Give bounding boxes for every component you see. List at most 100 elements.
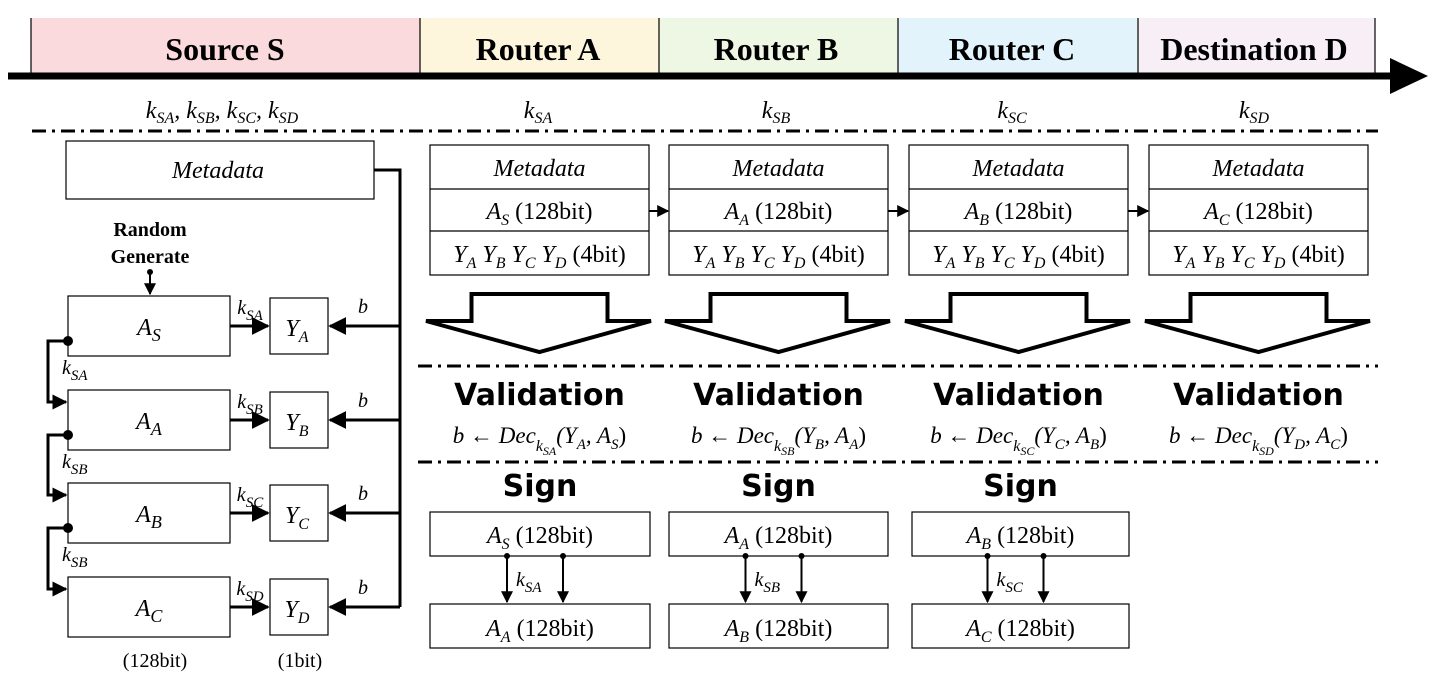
y-size-label: (1bit): [278, 650, 322, 672]
sign-bottom-box-2: [911, 603, 1130, 649]
validation-formula-0: b ← DeckSA(YA, AS): [453, 423, 626, 458]
keys-router-b: kSB: [762, 98, 791, 127]
chain-key-label-3: kSD: [236, 578, 263, 605]
sign-dot-left-0: [504, 553, 510, 559]
sign-bottom-box-0: [429, 603, 651, 649]
chain-y-box-0: [269, 297, 329, 355]
packet-a-field-1: AA (128bit): [723, 199, 833, 229]
b-label-1: b: [358, 390, 368, 412]
header-band-destination: [1138, 18, 1375, 74]
sign-title-2: Sign: [983, 469, 1058, 504]
packet-a-field-0: AS (128bit): [485, 199, 593, 229]
chain-key-label-1: kSB: [237, 391, 263, 418]
keys-row: kSA, kSB, kSC, kSD kSA kSB kSC kSD: [146, 98, 1270, 127]
b-label-3: b: [358, 577, 368, 599]
random-generate-line1: Random: [113, 219, 187, 241]
sign-dot-right-0: [560, 553, 566, 559]
sign-key-label-2: kSC: [997, 569, 1024, 596]
header-destination: Destination D: [1160, 31, 1348, 67]
sign-bottom-label-2: AC (128bit): [964, 616, 1075, 646]
b-label-0: b: [358, 296, 368, 318]
keys-destination: kSD: [1239, 98, 1270, 127]
chain-a-label-3: AC: [134, 596, 164, 626]
chain-connector-key-1: kSB: [62, 451, 88, 478]
chain-connector-1: [46, 433, 68, 503]
packet-metadata-1: Metadata: [732, 156, 825, 182]
chain-a-box-1: [67, 389, 231, 451]
b-label-2: b: [358, 483, 368, 505]
sign-key-label-0: kSA: [516, 569, 542, 596]
chain-a-label-0: AS: [135, 315, 161, 345]
process-arrow-1: [664, 292, 891, 355]
chain-key-label-0: kSA: [237, 297, 263, 324]
sign-top-label-0: AS (128bit): [485, 523, 593, 553]
chain-a-box-2: [67, 482, 231, 544]
packet-y-field-3: YA YB YC YD (4bit): [1172, 242, 1345, 272]
header-router-c: Router C: [949, 31, 1076, 67]
sign-top-label-1: AA (128bit): [723, 523, 833, 553]
keys-router-a: kSA: [524, 98, 553, 127]
chain-y-label-3: YD: [285, 597, 310, 627]
sign-bottom-box-1: [668, 603, 889, 649]
sign-dot-right-2: [1040, 553, 1047, 559]
packet-y-field-1: YA YB YC YD (4bit): [692, 242, 865, 272]
packet-y-field-2: YA YB YC YD (4bit): [932, 242, 1105, 272]
header-bar: Source S Router A Router B Router C Dest…: [8, 18, 1428, 94]
chain-connector-0: [46, 339, 68, 410]
header-band-source: [31, 18, 420, 74]
keys-source: kSA, kSB, kSC, kSD: [146, 98, 299, 127]
keys-router-c: kSC: [997, 98, 1027, 127]
packet-a-field-2: AB (128bit): [963, 199, 1073, 229]
header-router-b: Router B: [714, 31, 839, 67]
validation-title-0: Validation: [454, 378, 625, 413]
header-band-router-a: [420, 18, 659, 74]
sign-top-box-1: [668, 511, 889, 557]
chain-a-box-0: [67, 295, 231, 357]
chain-y-box-2: [269, 484, 329, 542]
chain-connector-2: [46, 526, 68, 597]
process-arrow-0: [425, 292, 652, 355]
packet-box-0: [429, 144, 650, 276]
packet-y-field-0: YA YB YC YD (4bit): [453, 242, 626, 272]
packet-box-2: [908, 144, 1129, 276]
process-arrow-2: [904, 292, 1131, 355]
sign-dot-left-1: [742, 553, 749, 559]
header-source: Source S: [165, 31, 284, 67]
header-band-router-b: [659, 18, 898, 74]
header-dividers: [30, 18, 1376, 74]
chain-a-label-1: AA: [134, 409, 163, 439]
chain-connector-key-2: kSB: [62, 544, 88, 571]
chain-y-label-1: YB: [285, 410, 308, 440]
sign-top-box-2: [911, 511, 1130, 557]
b-bus-line: [374, 168, 402, 607]
packet-box-3: [1148, 144, 1369, 276]
sign-dot-right-1: [798, 553, 805, 559]
sign-dot-left-2: [984, 553, 991, 559]
validation-title-2: Validation: [933, 378, 1104, 413]
packet-a-field-3: AC (128bit): [1202, 199, 1313, 229]
validation-formula-3: b ← DeckSD(YD, AC): [1169, 423, 1348, 458]
header-router-a: Router A: [476, 31, 601, 67]
packet-metadata-3: Metadata: [1212, 156, 1305, 182]
packet-row: Metadata AS (128bit) YA YB YC YD (4bit) Met…: [429, 144, 1369, 276]
sign-top-label-2: AB (128bit): [965, 523, 1075, 553]
chain-y-box-1: [269, 391, 329, 449]
chain-connector-key-0: kSA: [62, 357, 88, 384]
processing-arrows: [425, 292, 1371, 355]
chain-y-label-2: YC: [285, 503, 309, 533]
sign-top-box-0: [429, 511, 651, 557]
chain-a-label-2: AB: [134, 502, 162, 532]
validation-formula-2: b ← DeckSC(YC, AB): [930, 423, 1107, 458]
process-arrow-3: [1144, 292, 1371, 355]
sign-key-label-1: kSB: [755, 569, 781, 596]
validation-title-3: Validation: [1173, 378, 1344, 413]
validation-formula-1: b ← DeckSB(YB, AA): [691, 423, 866, 458]
chain-y-box-3: [269, 578, 329, 636]
sign-bottom-label-1: AB (128bit): [723, 616, 833, 646]
validation-title-1: Validation: [693, 378, 864, 413]
random-generate-line2: Generate: [111, 246, 190, 268]
